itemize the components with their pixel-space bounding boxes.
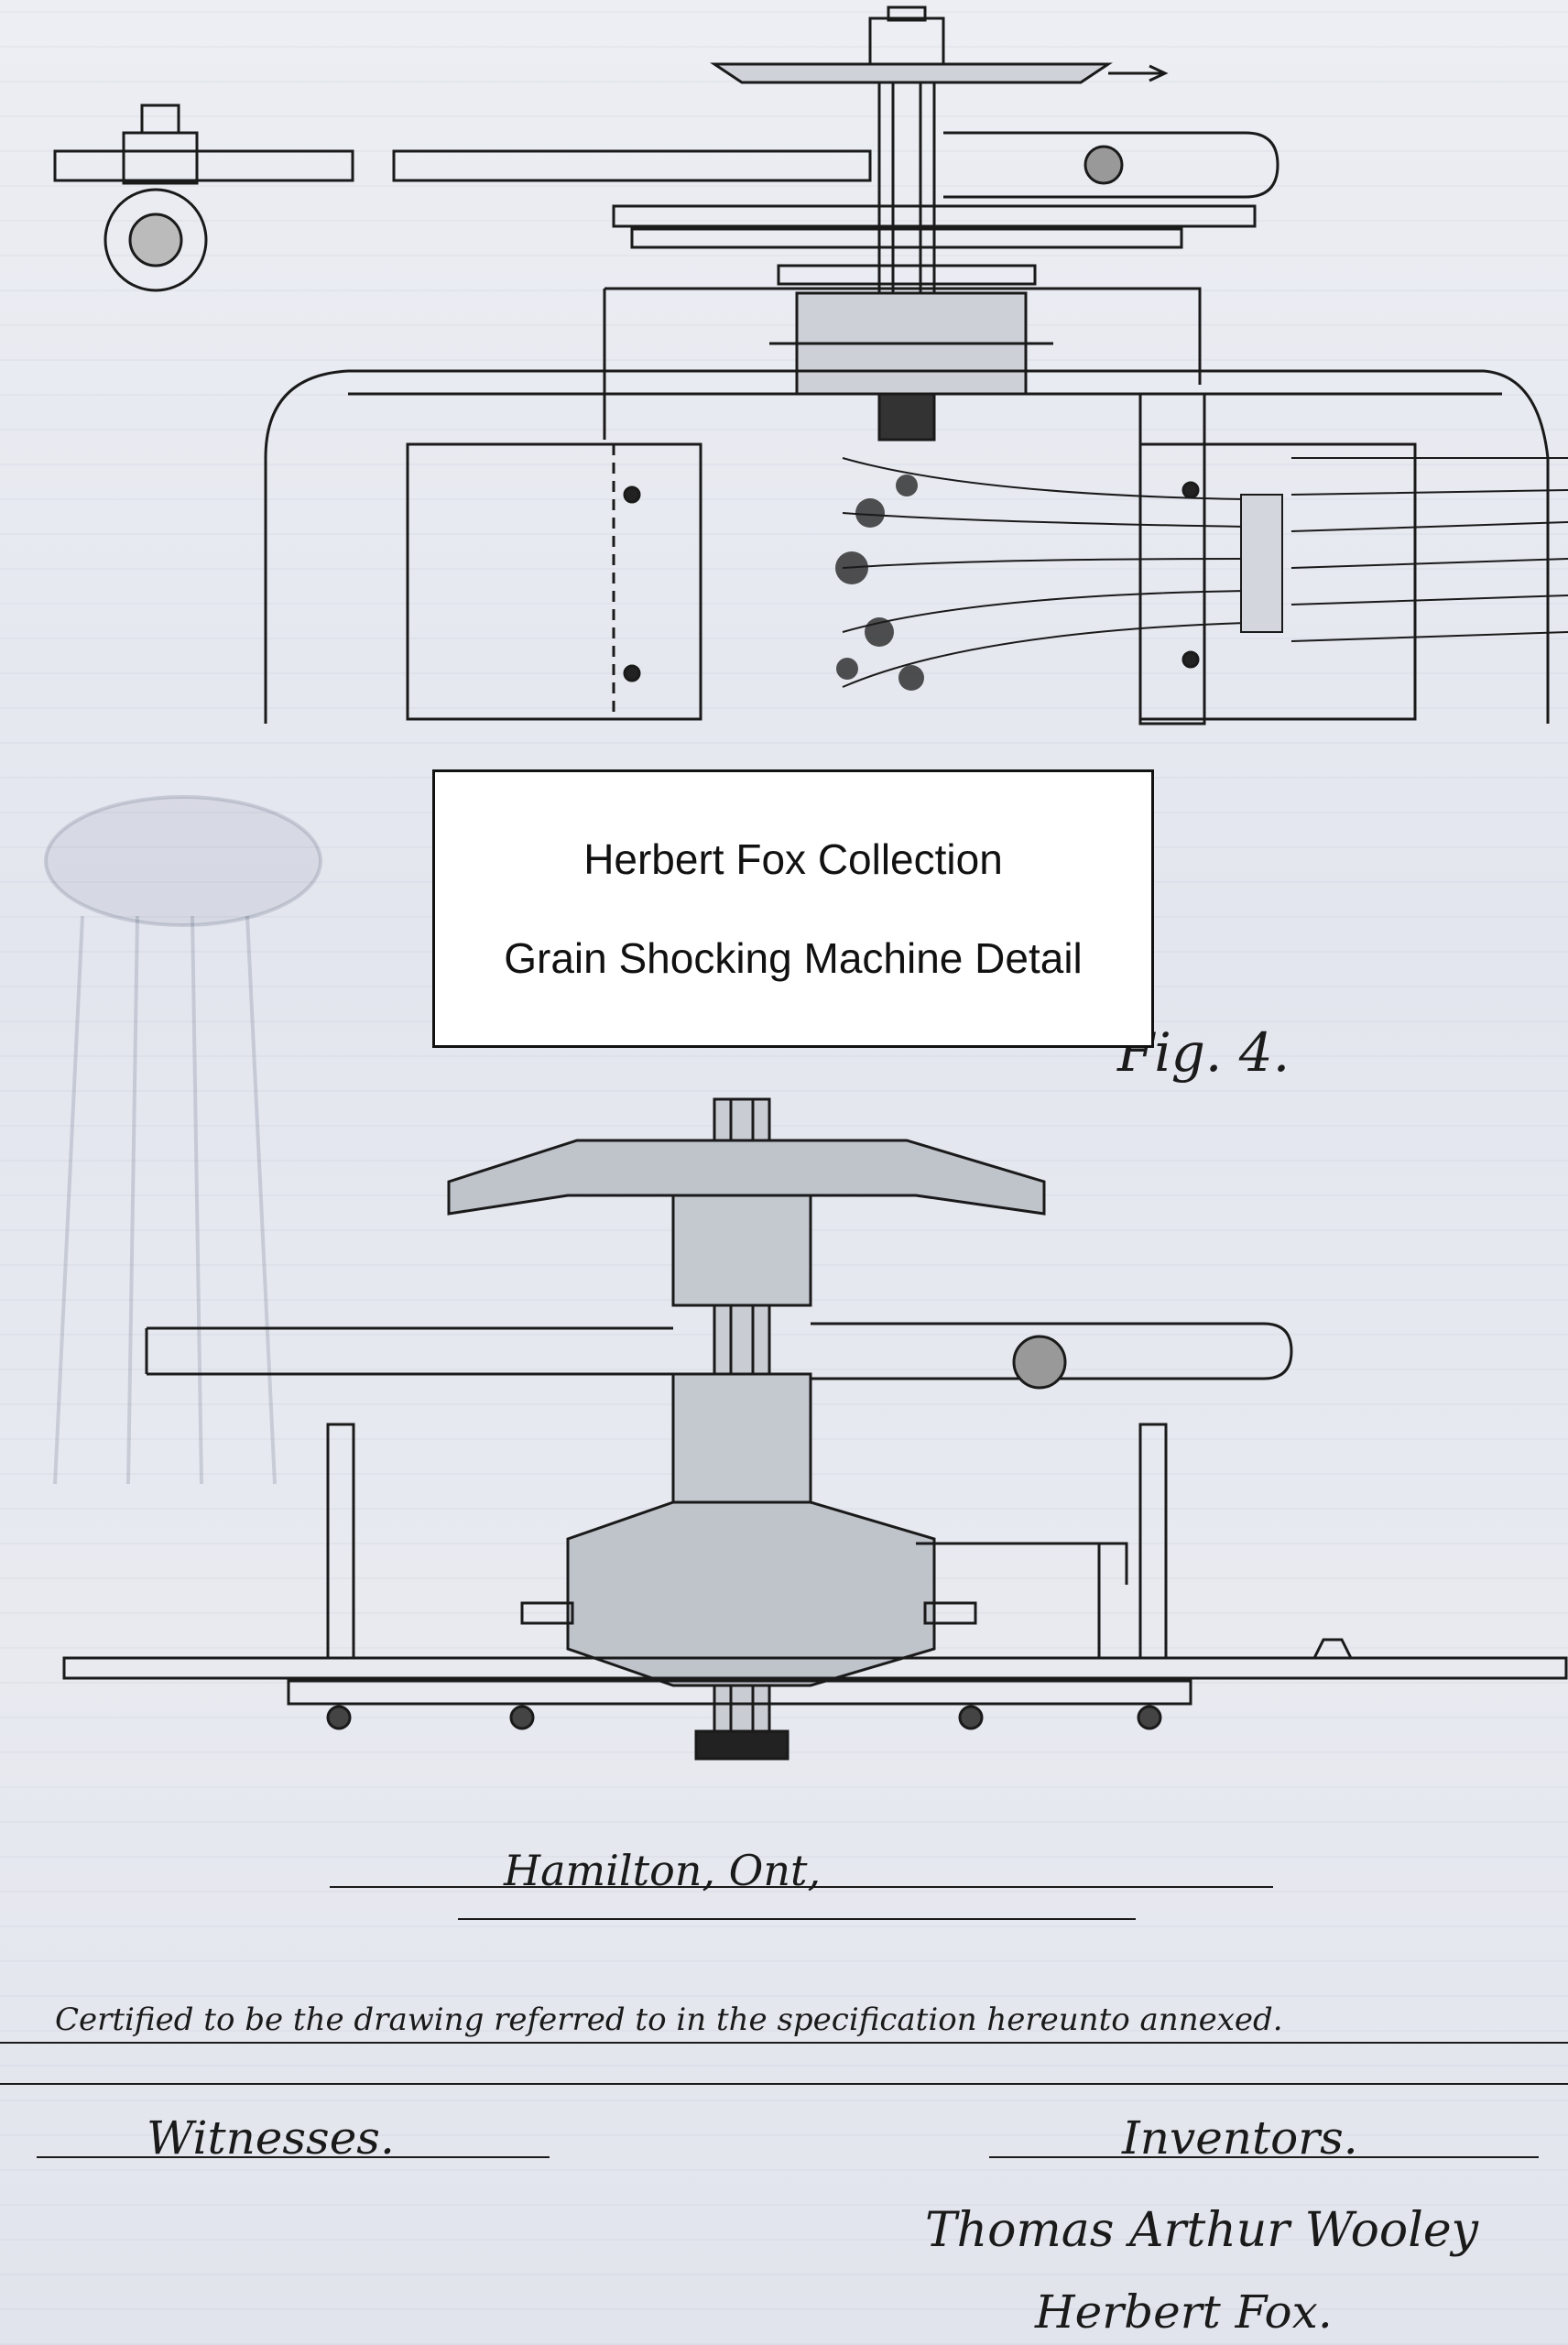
collection-subtitle: Grain Shocking Machine Detail bbox=[504, 934, 1083, 982]
inventors-label: Inventors. bbox=[1122, 2111, 1358, 2165]
collection-title: Herbert Fox Collection bbox=[583, 835, 1003, 883]
inventor-signature-2: Herbert Fox. bbox=[1035, 2285, 1333, 2339]
location-text: Hamilton, Ont, bbox=[504, 1846, 822, 1895]
patent-drawing-bottom bbox=[62, 1097, 1568, 1761]
signature-lines bbox=[0, 1886, 1568, 2158]
collection-label: Herbert Fox Collection Grain Shocking Ma… bbox=[432, 769, 1154, 1048]
inventor-signature-1: Thomas Arthur Wooley bbox=[925, 2203, 1478, 2258]
witnesses-label: Witnesses. bbox=[147, 2111, 395, 2165]
ghost-sheaf bbox=[44, 795, 322, 1485]
grain-sheaf bbox=[842, 457, 1568, 688]
certification-text: Certified to be the drawing referred to … bbox=[55, 2001, 1283, 2038]
